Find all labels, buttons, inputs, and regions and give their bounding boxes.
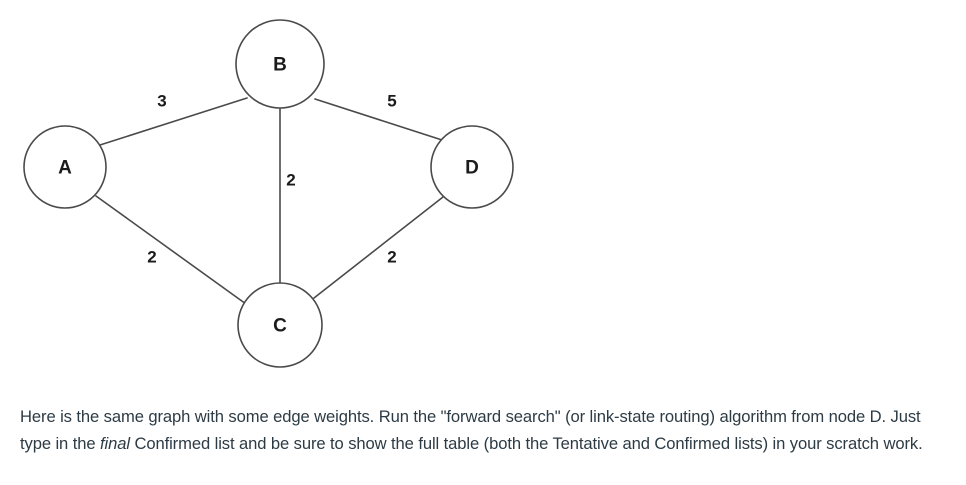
node-b-circle xyxy=(235,19,325,109)
edge-weight-b-d: 5 xyxy=(387,92,396,111)
edge-weight-a-b: 3 xyxy=(157,92,166,111)
weighted-graph-diagram: A B C D 3 5 2 2 2 xyxy=(23,19,514,368)
edge-weight-a-c: 2 xyxy=(147,248,156,267)
node-d-circle xyxy=(430,125,514,209)
node-b-label: B xyxy=(273,55,287,76)
edge-weight-c-d: 2 xyxy=(387,248,396,267)
edge-a-b xyxy=(99,97,248,146)
node-d: D xyxy=(430,125,514,209)
question-text-part1: Here is the same graph with some edge we… xyxy=(20,406,921,453)
question-prompt-text: Here is the same graph with some edge we… xyxy=(20,403,952,457)
node-a-label: A xyxy=(58,158,72,179)
node-c-label: C xyxy=(273,316,287,337)
edge-b-d xyxy=(314,98,443,141)
node-a-circle xyxy=(23,125,107,209)
node-c-circle xyxy=(237,282,323,368)
node-d-label: D xyxy=(465,158,479,179)
graph-figure: A B C D 3 5 2 2 2 xyxy=(0,0,560,380)
edge-c-d xyxy=(313,196,444,299)
edge-weight-b-c: 2 xyxy=(286,171,295,190)
edge-a-c xyxy=(95,195,247,305)
node-c: C xyxy=(237,282,323,368)
question-text-part2: Confirmed list and be sure to show the f… xyxy=(129,433,923,453)
question-emphasis-final: final xyxy=(99,433,130,453)
node-a: A xyxy=(23,125,107,209)
node-b: B xyxy=(235,19,325,109)
